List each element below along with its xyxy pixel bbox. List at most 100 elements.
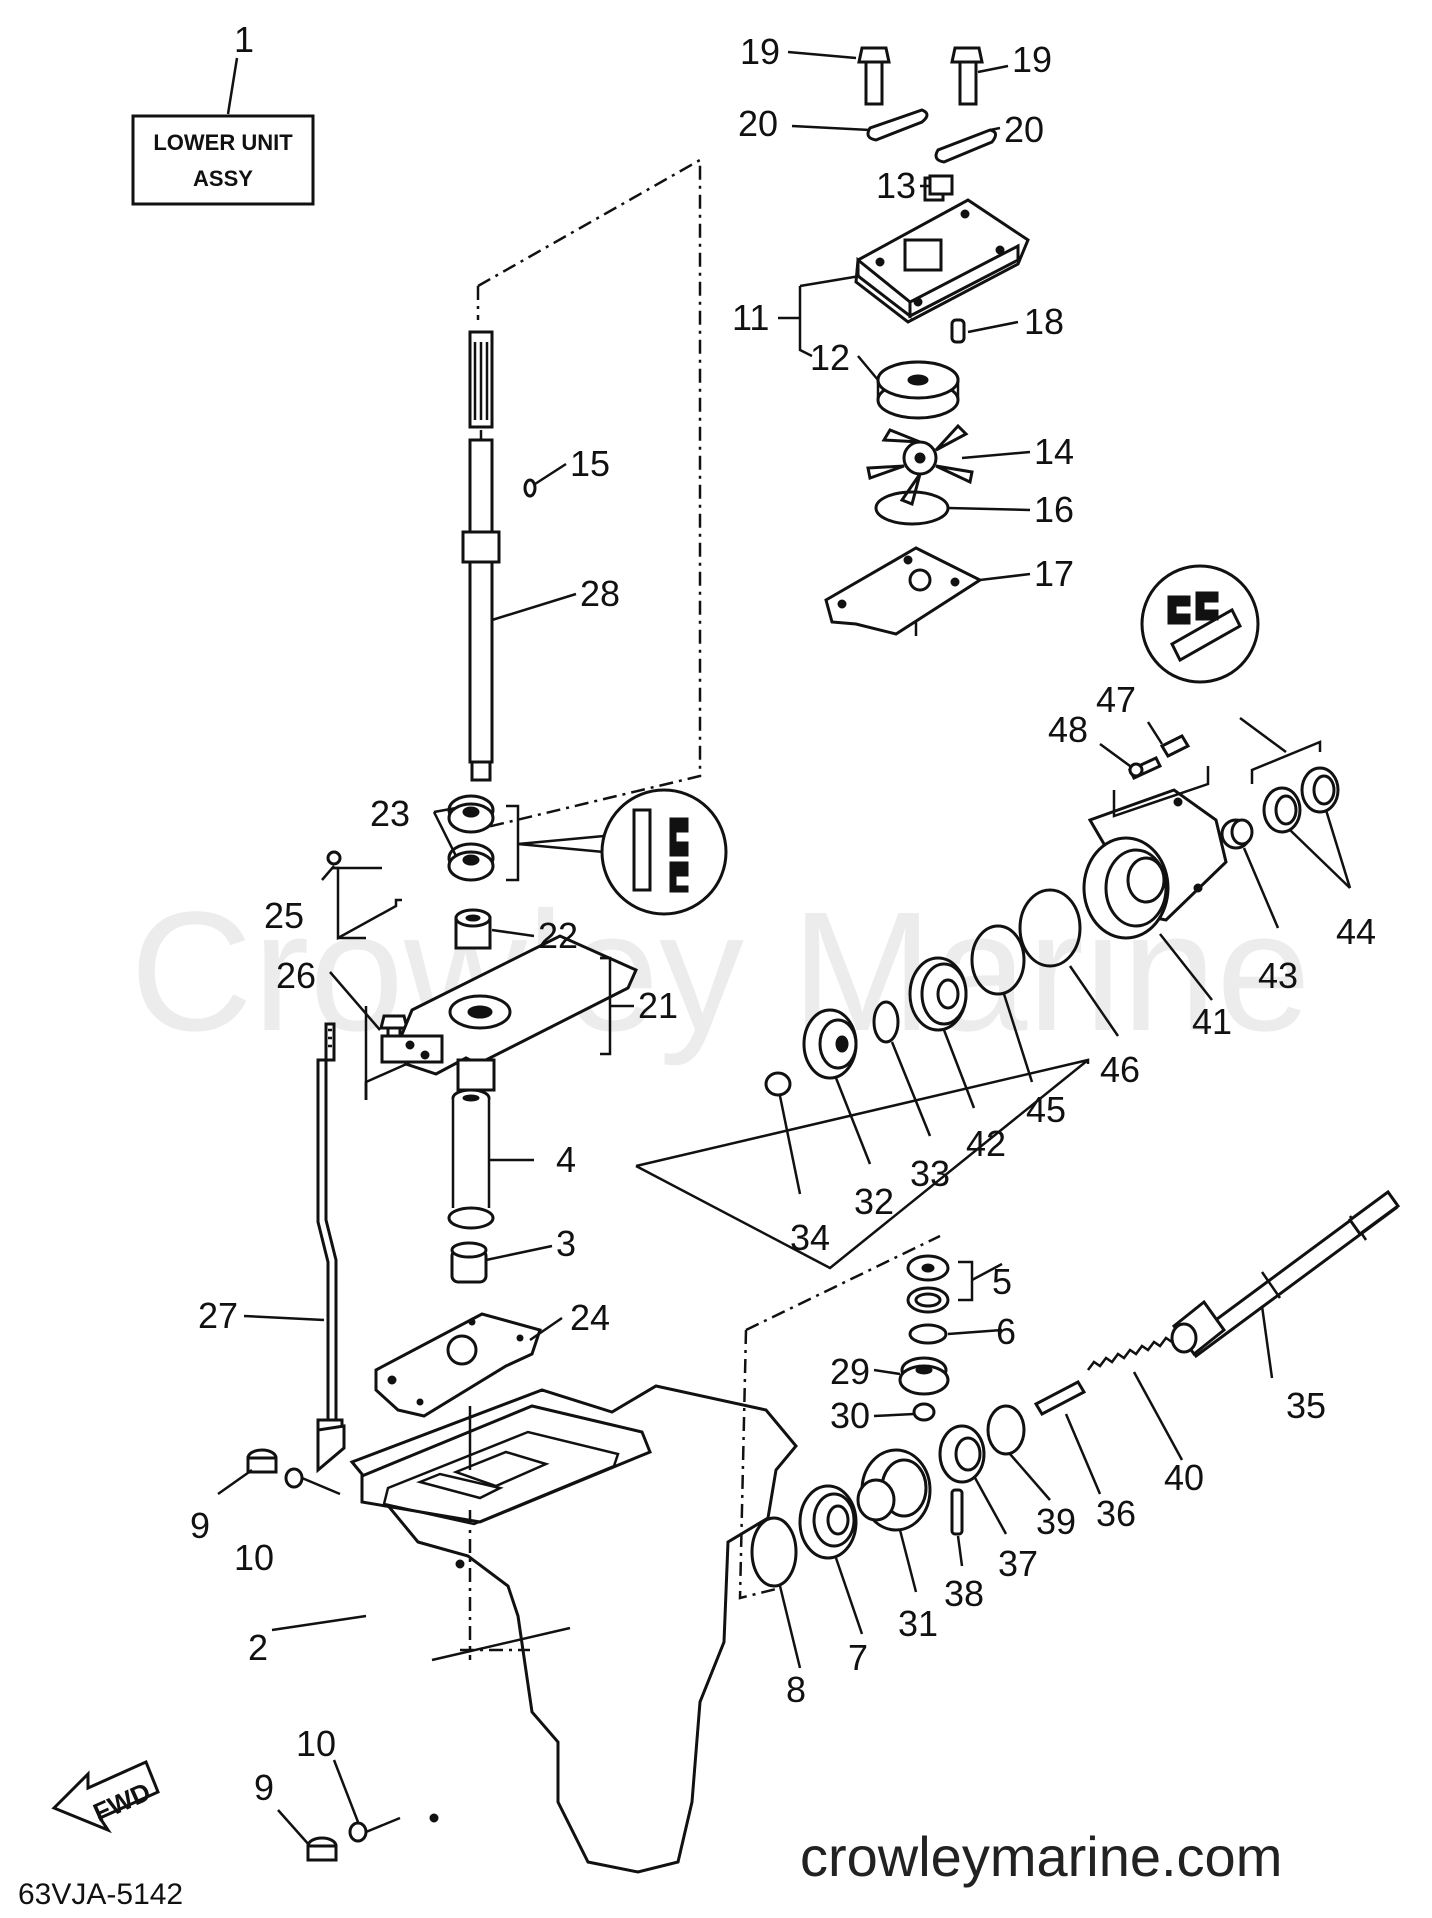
retainer-housing xyxy=(380,934,638,1092)
oil-seal-44-a xyxy=(1262,786,1302,834)
label-32: 32 xyxy=(854,1181,894,1222)
label-42: 42 xyxy=(966,1123,1006,1164)
plate-20-right xyxy=(934,128,997,164)
label-34: 34 xyxy=(790,1217,830,1258)
bearing-5 xyxy=(906,1254,950,1314)
label-7: 7 xyxy=(848,1637,868,1678)
shift-rod xyxy=(316,1022,346,1474)
gasket-10-lower xyxy=(348,1821,368,1843)
drive-shaft xyxy=(461,330,501,782)
label-15: 15 xyxy=(570,443,610,484)
impeller xyxy=(866,423,974,507)
propeller-shaft xyxy=(1170,1189,1401,1359)
driveshaft-assembly-outline xyxy=(474,157,702,832)
label-22: 22 xyxy=(538,915,578,956)
label-10-upper: 10 xyxy=(234,1537,274,1578)
label-28: 28 xyxy=(580,573,620,614)
bearing-42 xyxy=(908,956,968,1032)
label-8: 8 xyxy=(786,1669,806,1710)
o-ring-45 xyxy=(970,924,1026,996)
sleeve-4 xyxy=(447,1088,495,1230)
prop-shaft-assembly-outline xyxy=(738,1329,781,1600)
label-36: 36 xyxy=(1096,1493,1136,1534)
label-16: 16 xyxy=(1034,489,1074,530)
spring-40 xyxy=(1087,1336,1173,1371)
label-46: 46 xyxy=(1100,1049,1140,1090)
label-13: 13 xyxy=(876,165,916,206)
bolt-19-right xyxy=(950,46,984,106)
label-25: 25 xyxy=(264,895,304,936)
label-11: 11 xyxy=(732,297,769,338)
label-19-left: 19 xyxy=(740,31,780,72)
label-2: 2 xyxy=(248,1627,268,1668)
fwd-arrow-icon: FWD xyxy=(51,1759,160,1834)
label-1: 1 xyxy=(234,19,254,60)
forward-gear-31 xyxy=(856,1448,932,1532)
gasket-10-upper xyxy=(284,1467,304,1489)
pump-housing xyxy=(854,176,1030,324)
title-box: LOWER UNIT ASSY xyxy=(131,57,315,206)
label-48: 48 xyxy=(1048,709,1088,750)
bearing-7 xyxy=(798,1484,858,1560)
title-line-1: LOWER UNIT xyxy=(153,130,293,155)
bushing-3 xyxy=(450,1241,488,1284)
plug-9-lower xyxy=(306,1836,338,1862)
label-9-lower: 9 xyxy=(254,1767,274,1808)
shim-8 xyxy=(750,1516,798,1588)
label-38: 38 xyxy=(944,1573,984,1614)
dowel-pin-18 xyxy=(950,318,966,344)
lower-casing xyxy=(349,1384,798,1874)
label-43: 43 xyxy=(1258,955,1298,996)
plug-9-upper xyxy=(246,1448,278,1474)
label-21: 21 xyxy=(638,985,678,1026)
label-9-upper: 9 xyxy=(190,1505,210,1546)
o-ring-46 xyxy=(1018,888,1082,968)
diagram-code: 63VJA-5142 xyxy=(18,1878,183,1911)
label-35: 35 xyxy=(1286,1385,1326,1426)
bushing-22 xyxy=(454,908,492,950)
label-4: 4 xyxy=(556,1139,576,1180)
pin-15 xyxy=(523,478,537,498)
label-37: 37 xyxy=(998,1543,1038,1584)
label-6: 6 xyxy=(996,1311,1016,1352)
circlip-34 xyxy=(764,1071,792,1097)
plunger-36 xyxy=(1033,1380,1087,1416)
label-29: 29 xyxy=(830,1351,870,1392)
label-33: 33 xyxy=(910,1153,950,1194)
grommet-13 xyxy=(928,174,954,196)
bushing-43 xyxy=(1220,818,1254,850)
label-23: 23 xyxy=(370,793,410,834)
label-20-left: 20 xyxy=(738,103,778,144)
bearing-23-upper xyxy=(447,794,495,834)
label-31: 31 xyxy=(898,1603,938,1644)
plate-20-left xyxy=(866,108,929,142)
pinion-29 xyxy=(898,1356,950,1396)
label-40: 40 xyxy=(1164,1457,1204,1498)
nut-30 xyxy=(912,1402,936,1422)
label-14: 14 xyxy=(1034,431,1074,472)
oil-seal-44-b xyxy=(1300,766,1340,814)
label-30: 30 xyxy=(830,1395,870,1436)
label-26: 26 xyxy=(276,955,316,996)
label-10-lower: 10 xyxy=(296,1723,336,1764)
label-5: 5 xyxy=(992,1261,1012,1302)
label-12: 12 xyxy=(810,337,850,378)
shim-33 xyxy=(872,1000,900,1044)
label-27: 27 xyxy=(198,1295,238,1336)
outer-plate-17 xyxy=(824,546,984,636)
label-20-right: 20 xyxy=(1004,109,1044,150)
title-line-2: ASSY xyxy=(193,166,253,191)
bearing-23-lower xyxy=(447,842,495,882)
label-3: 3 xyxy=(556,1223,576,1264)
pin-38 xyxy=(950,1488,964,1536)
label-45: 45 xyxy=(1026,1089,1066,1130)
insert-cartridge xyxy=(876,360,960,420)
label-19-right: 19 xyxy=(1012,39,1052,80)
washer-48 xyxy=(1128,762,1144,778)
label-18: 18 xyxy=(1024,301,1064,342)
label-24: 24 xyxy=(570,1297,610,1338)
bearing-housing-41 xyxy=(1082,788,1228,940)
gasket-24 xyxy=(374,1312,542,1418)
label-41: 41 xyxy=(1192,1001,1232,1042)
